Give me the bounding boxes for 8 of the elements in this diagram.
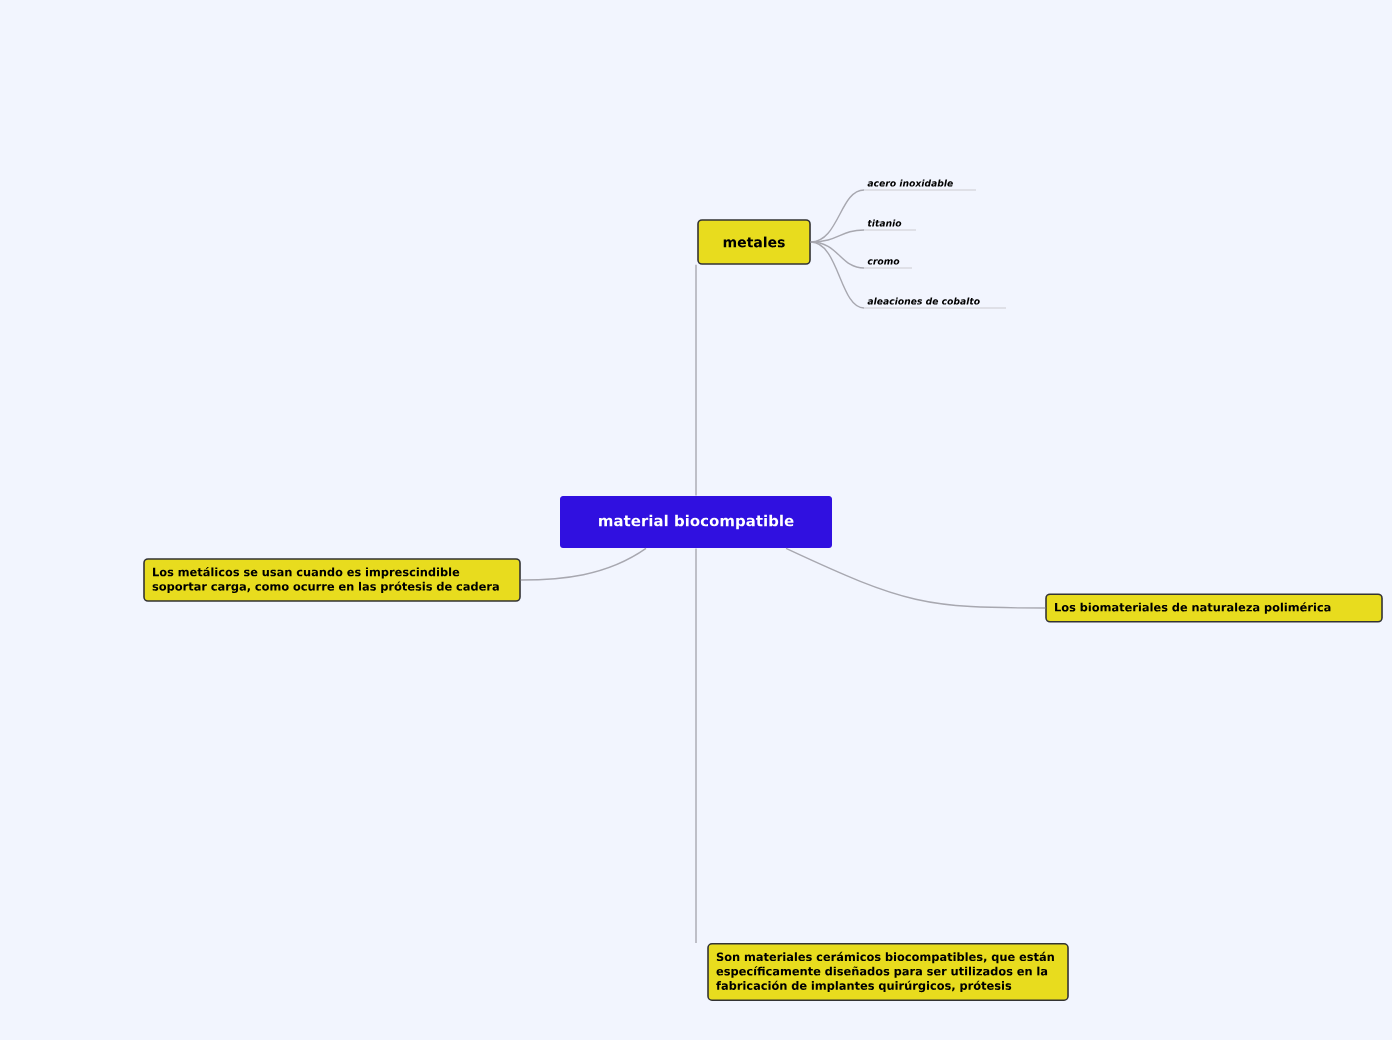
connector-line [520, 547, 647, 581]
connector-line [810, 229, 865, 243]
connector-line [810, 189, 865, 243]
connector-line [695, 264, 697, 497]
connector-line [695, 547, 697, 944]
connector-line [785, 547, 1046, 609]
connector-line [810, 241, 865, 269]
connector-line [810, 241, 865, 309]
